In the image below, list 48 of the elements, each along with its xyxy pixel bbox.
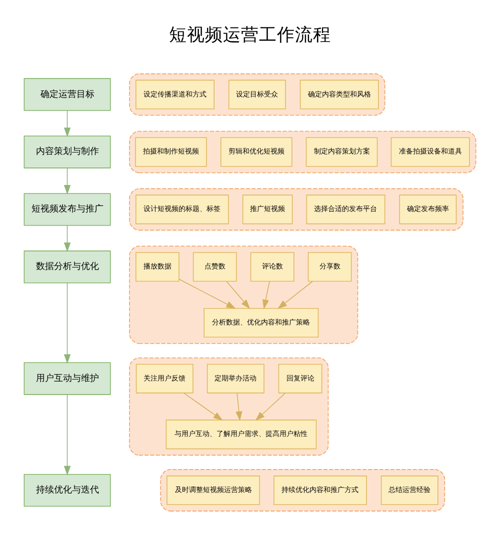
node-box: 确定内容类型和风格 (300, 79, 379, 109)
node-box: 及时调整短视频运营策略 (166, 475, 260, 505)
cluster (129, 245, 358, 344)
node-box: 回复评论 (278, 363, 322, 393)
arrow (226, 280, 250, 308)
arrow (64, 224, 71, 252)
node-box: 拍摄和制作短视频 (135, 136, 207, 166)
diagram-title: 短视频运营工作流程 (169, 24, 331, 45)
arrow (255, 392, 286, 420)
node-box: 准备拍摄设备和道具 (390, 136, 470, 166)
cluster (160, 468, 446, 511)
cluster (129, 72, 386, 116)
cluster (129, 356, 329, 456)
node-box: 推广短视频 (242, 194, 293, 224)
arrow (64, 167, 71, 194)
arrow (64, 110, 71, 137)
node-box: 数据分析与优化 (24, 250, 111, 283)
node-box: 确定发布频率 (399, 194, 457, 224)
node-box: 剪辑和优化短视频 (220, 136, 292, 166)
node-box: 持续优化内容和推广方式 (274, 475, 367, 505)
node-box: 点赞数 (192, 252, 237, 282)
arrow (64, 282, 71, 364)
node-box: 设计短视频的标题、标签 (136, 194, 229, 224)
arrow (178, 278, 236, 308)
node-box: 关注用户反馈 (136, 363, 194, 393)
cluster (129, 130, 476, 173)
node-box: 评论数 (250, 252, 294, 282)
arrow (184, 392, 223, 420)
node-box: 持续优化与迭代 (24, 473, 111, 506)
node-box: 分析数据、优化内容和推广策略 (204, 307, 319, 337)
arrow (262, 280, 270, 309)
arrow (278, 280, 313, 308)
node-box: 确定运营目标 (24, 78, 111, 110)
node-box: 设定传播渠道和方式 (136, 79, 214, 109)
node-box: 定期举办活动 (206, 363, 264, 393)
node-box: 设定目标受众 (228, 79, 286, 109)
node-box: 短视频发布与推广 (24, 192, 111, 226)
node-box: 播放数据 (136, 252, 180, 282)
node-box: 选择合适的发布平台 (306, 194, 386, 224)
arrow (236, 392, 242, 420)
node-box: 分享数 (308, 252, 352, 282)
arrow (64, 394, 71, 476)
node-box: 与用户互动、了解用户需求、提高用户粘性 (166, 419, 317, 449)
node-box: 用户互动与维护 (24, 362, 111, 394)
node-box: 内容策划与制作 (24, 135, 111, 168)
node-box: 总结运营经验 (380, 475, 438, 505)
node-box: 制定内容策划方案 (306, 136, 378, 166)
cluster (129, 188, 464, 230)
